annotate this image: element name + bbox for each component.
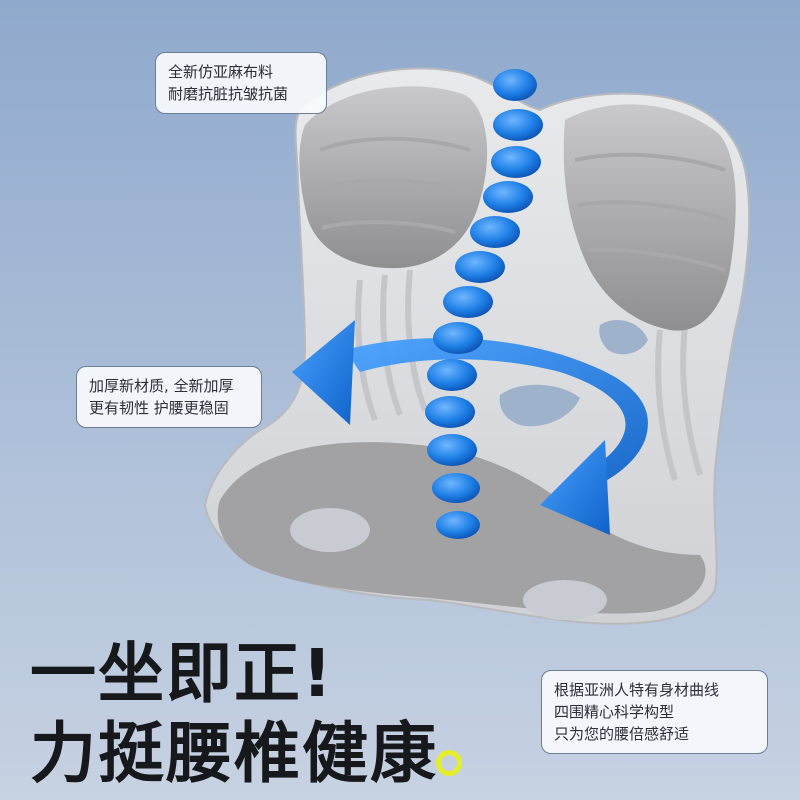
- spine-illustration: [425, 69, 543, 539]
- fabric-callout: 全新仿亚麻布料 耐磨抗脏抗皱抗菌: [155, 52, 327, 114]
- left-back-pad: [299, 86, 488, 269]
- right-back-pad: [563, 104, 736, 331]
- support-arrow: [292, 320, 648, 535]
- design-callout-line1: 根据亚洲人特有身材曲线: [554, 681, 720, 699]
- material-callout-line2: 更有韧性 护腰更稳固: [89, 399, 229, 417]
- design-callout: 根据亚洲人特有身材曲线 四围精心科学构型 只为您的腰倍感舒适: [541, 670, 768, 754]
- fabric-callout-line1: 全新仿亚麻布料: [168, 63, 274, 81]
- headline-line1: 一坐即正!: [30, 635, 335, 712]
- accent-dot: [436, 750, 462, 776]
- design-callout-line3: 只为您的腰倍感舒适: [554, 725, 690, 743]
- material-callout-line1: 加厚新材质, 全新加厚: [89, 377, 234, 395]
- fabric-callout-line2: 耐磨抗脏抗皱抗菌: [168, 85, 289, 103]
- headline-line2: 力挺腰椎健康: [30, 715, 438, 792]
- design-callout-line2: 四围精心科学构型: [554, 703, 675, 721]
- material-callout: 加厚新材质, 全新加厚 更有韧性 护腰更稳固: [76, 366, 262, 428]
